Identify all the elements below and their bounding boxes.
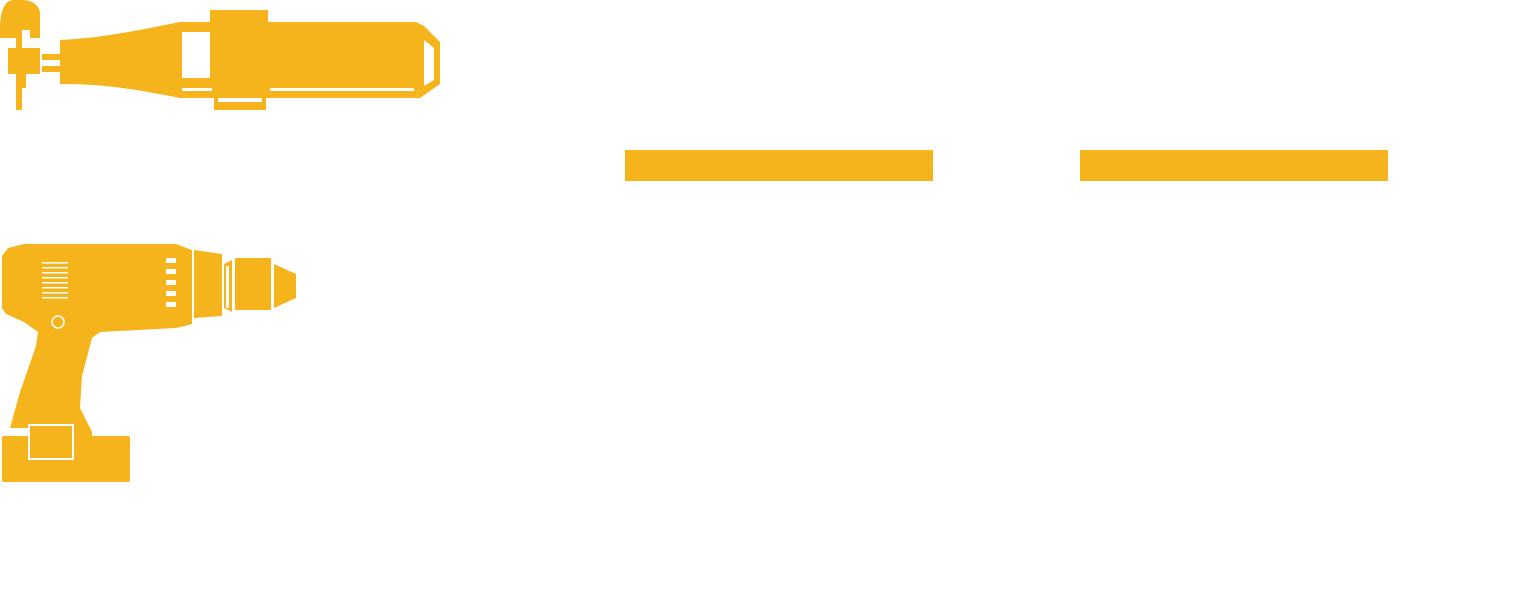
cordless-drill-icon xyxy=(2,244,296,482)
accent-bar-right xyxy=(1080,150,1388,181)
reciprocating-saw-icon xyxy=(0,0,440,110)
accent-bar-left xyxy=(625,150,933,181)
